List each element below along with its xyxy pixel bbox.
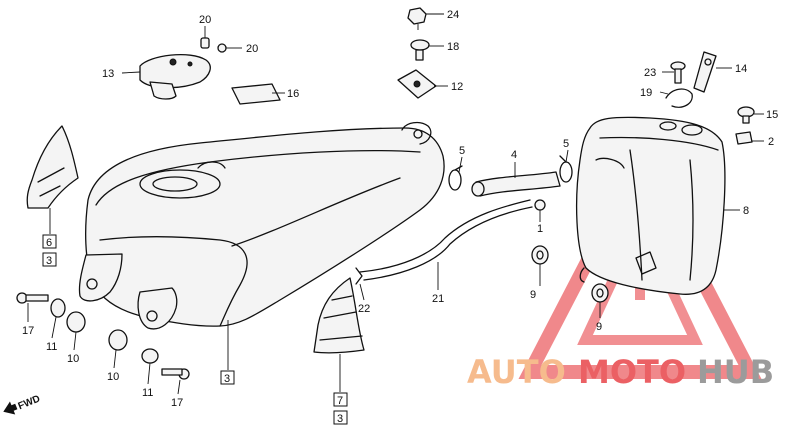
callout-labels: 13 20 20 16 24 18 12 5 4 5 1 8 2 15 14 2… (22, 9, 778, 425)
screw-20-side (217, 43, 232, 53)
breather-tube-21 (359, 199, 533, 281)
hose-clamp-5-left (448, 165, 463, 191)
callout-5-left: 5 (459, 145, 465, 157)
reservoir-cap-2 (735, 131, 753, 145)
fwd-indicator: FWD (3, 394, 42, 415)
clip-22 (355, 267, 363, 285)
bracket-19 (665, 88, 693, 108)
callout-10-left: 10 (67, 353, 79, 365)
callout-3-tank: 3 (224, 373, 230, 385)
watermark-hub: HUB (697, 353, 774, 391)
callout-8: 8 (743, 205, 749, 217)
callout-5-right: 5 (563, 138, 569, 150)
callout-4: 4 (511, 149, 517, 161)
callout-17-left: 17 (22, 325, 34, 337)
washer-11-left (50, 298, 66, 318)
callout-9-lower: 9 (596, 321, 602, 333)
callout-1: 1 (537, 223, 543, 235)
clip-1 (534, 199, 546, 211)
grommet-9-lower (591, 283, 609, 303)
callout-7: 7 (337, 395, 343, 407)
grommet-9-upper (531, 245, 549, 265)
callout-19: 19 (640, 87, 652, 99)
callout-21: 21 (432, 293, 444, 305)
grommet-10-bottom (108, 329, 128, 351)
reservoir-tank (575, 116, 726, 295)
watermark-moto: MOTO (578, 353, 686, 391)
callout-11-bottom: 11 (142, 387, 153, 399)
callout-17-bottom: 17 (171, 397, 183, 409)
bolt-15 (737, 106, 755, 124)
bolt-17-left (16, 292, 49, 304)
callout-9-upper: 9 (530, 289, 536, 301)
callout-3-emblem-right: 3 (337, 413, 343, 425)
grommet-10-left (66, 311, 86, 333)
callout-3-emblem-left: 3 (46, 255, 52, 267)
callout-14: 14 (735, 63, 747, 75)
bolt-24 (407, 7, 427, 30)
watermark-auto: AUTO (467, 353, 566, 391)
callout-16: 16 (287, 88, 299, 100)
caution-label (231, 83, 281, 105)
callout-23: 23 (644, 67, 656, 79)
bolt-23 (670, 61, 686, 84)
tank-emblem-right (313, 277, 365, 354)
callout-10-bottom: 10 (107, 371, 119, 383)
callout-18: 18 (447, 41, 459, 53)
callout-20-side: 20 (246, 43, 258, 55)
fwd-label: FWD (17, 394, 42, 413)
tank-emblem-left (26, 125, 79, 209)
callout-22: 22 (358, 303, 370, 315)
screw-20-top (200, 37, 210, 49)
fuel-valve-14 (693, 51, 717, 93)
washer-11-bottom (141, 348, 159, 364)
clip-12 (397, 69, 437, 99)
leader-lines (27, 13, 764, 395)
callout-20-top: 20 (199, 14, 211, 26)
callout-11-left: 11 (46, 341, 57, 353)
fuel-hose-4 (471, 171, 561, 197)
callout-2: 2 (768, 136, 774, 148)
fwd-arrow-icon (3, 401, 18, 415)
callout-13: 13 (102, 68, 114, 80)
bolt-17-bottom (161, 368, 190, 380)
callout-6: 6 (46, 237, 52, 249)
fuel-cap (139, 54, 211, 100)
callout-15: 15 (766, 109, 778, 121)
callout-24: 24 (447, 9, 459, 21)
fuel-tank (78, 121, 445, 330)
callout-12: 12 (451, 81, 463, 93)
bolt-18 (410, 39, 430, 61)
